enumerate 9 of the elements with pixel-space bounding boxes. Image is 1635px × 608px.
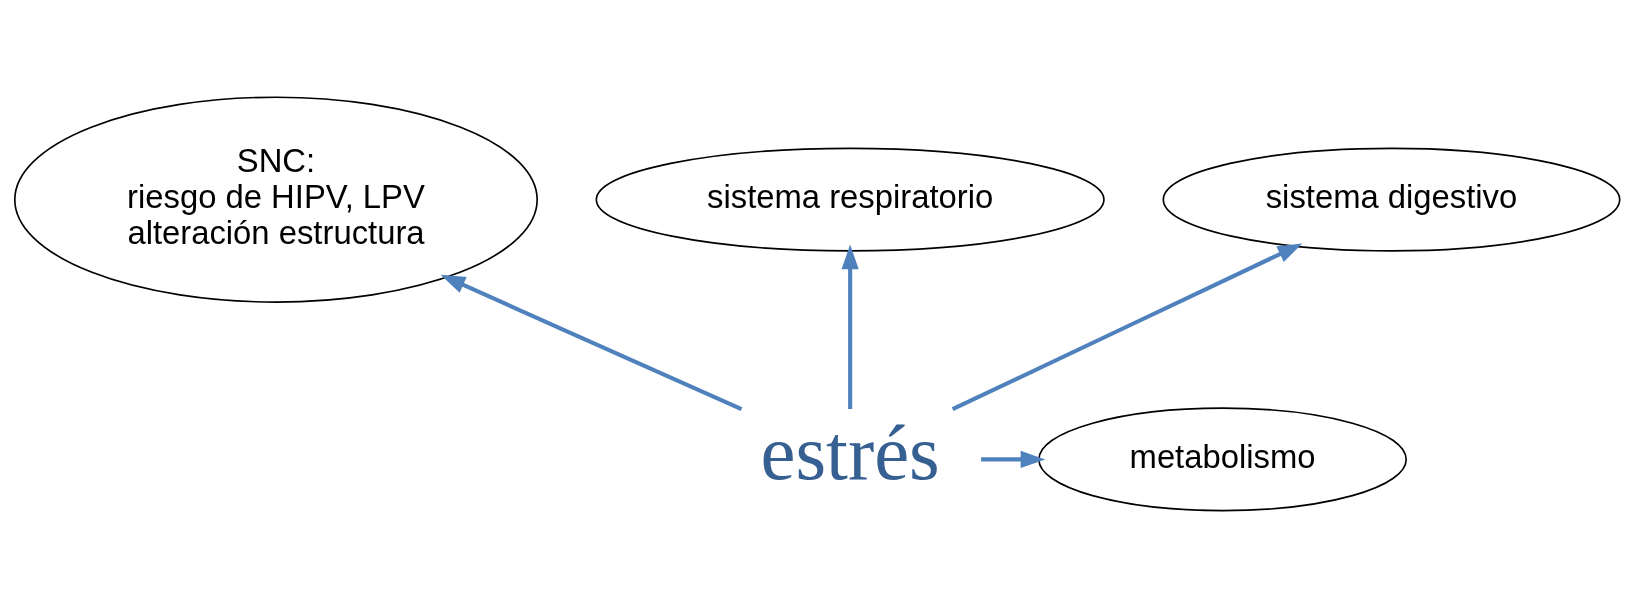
node-ellipse: sistema respiratorio [595,147,1105,252]
arrow [841,244,859,409]
node-ellipse: metabolismo [1038,407,1407,512]
node-ellipse: sistema digestivo [1162,147,1621,252]
arrow [981,450,1046,469]
node-ellipse: SNC: riesgo de HIPV, LPV alteración estructura [14,96,538,303]
arrow [440,274,743,412]
node-text: estrés [760,408,940,496]
arrow [951,243,1303,412]
